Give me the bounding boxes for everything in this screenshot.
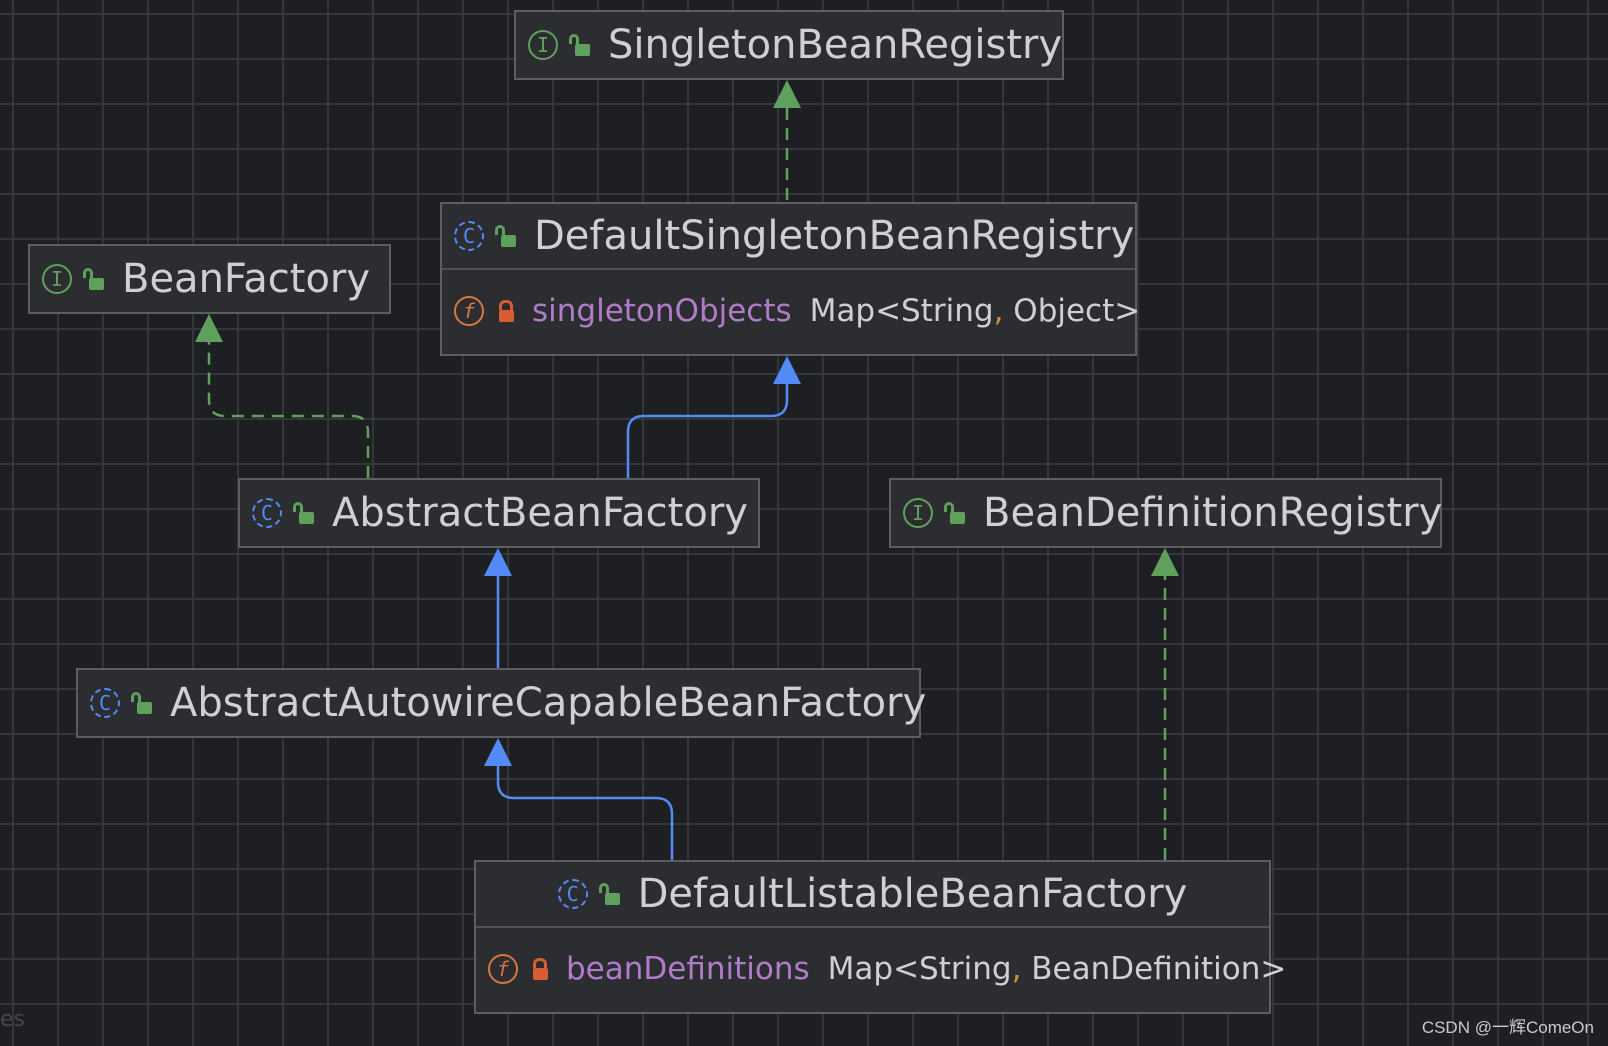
edge-abf-extends-dsbr xyxy=(626,384,789,478)
field-row: f beanDefinitions Map<String, BeanDefini… xyxy=(476,926,1286,1010)
arrowhead-beanfactory xyxy=(195,314,223,342)
private-lock-icon xyxy=(498,300,514,322)
node-title: SingletonBeanRegistry xyxy=(608,22,1063,68)
node-title: AbstractAutowireCapableBeanFactory xyxy=(170,680,927,726)
node-abstract-bean-factory[interactable]: C AbstractBeanFactory xyxy=(238,478,760,548)
node-header: C DefaultSingletonBeanRegistry xyxy=(442,204,1135,268)
node-header: C AbstractBeanFactory xyxy=(240,480,758,546)
class-icon: C xyxy=(252,498,282,528)
public-lock-icon xyxy=(598,883,620,905)
arrowhead-sbr xyxy=(773,80,801,108)
class-icon: C xyxy=(90,688,120,718)
node-title: DefaultListableBeanFactory xyxy=(637,871,1188,917)
node-default-singleton-bean-registry[interactable]: C DefaultSingletonBeanRegistry f singlet… xyxy=(440,202,1140,356)
node-header: C DefaultListableBeanFactory xyxy=(476,862,1269,926)
node-title: BeanFactory xyxy=(122,256,371,302)
class-icon: C xyxy=(454,221,484,251)
interface-icon: I xyxy=(903,498,933,528)
field-type: Map<String, Object> xyxy=(809,293,1141,329)
node-title: AbstractBeanFactory xyxy=(332,490,748,536)
node-bean-definition-registry[interactable]: I BeanDefinitionRegistry xyxy=(889,478,1442,548)
interface-icon: I xyxy=(528,30,558,60)
node-singleton-bean-registry[interactable]: I SingletonBeanRegistry xyxy=(514,10,1064,80)
arrowhead-dsbr xyxy=(773,356,801,384)
edge-abf-implements-beanfactory xyxy=(207,342,370,478)
node-header: I SingletonBeanRegistry xyxy=(516,12,1062,78)
field-row: f singletonObjects Map<String, Object> xyxy=(442,268,1140,352)
public-lock-icon xyxy=(569,34,590,56)
node-title: DefaultSingletonBeanRegistry xyxy=(534,213,1135,259)
field-name: singletonObjects xyxy=(532,293,792,329)
field-type: Map<String, BeanDefinition> xyxy=(827,951,1287,987)
arrowhead-bdr xyxy=(1151,548,1179,576)
ghost-text: es xyxy=(0,1007,25,1032)
public-lock-icon xyxy=(131,692,152,714)
node-header: I BeanDefinitionRegistry xyxy=(891,480,1443,546)
public-lock-icon xyxy=(495,225,516,247)
private-lock-icon xyxy=(532,958,548,980)
public-lock-icon xyxy=(293,502,314,524)
edge-dlbf-extends-aacbf xyxy=(496,766,674,860)
node-default-listable-bean-factory[interactable]: C DefaultListableBeanFactory f beanDefin… xyxy=(474,860,1286,1014)
public-lock-icon xyxy=(944,502,965,524)
node-abstract-autowire-capable-bean-factory[interactable]: C AbstractAutowireCapableBeanFactory xyxy=(76,668,926,738)
interface-icon: I xyxy=(42,264,72,294)
public-lock-icon xyxy=(83,268,104,290)
node-title: BeanDefinitionRegistry xyxy=(983,490,1443,536)
field-icon: f xyxy=(488,954,518,984)
field-icon: f xyxy=(454,296,484,326)
arrowhead-abf xyxy=(484,548,512,576)
field-name: beanDefinitions xyxy=(566,951,810,987)
node-bean-factory[interactable]: I BeanFactory xyxy=(28,244,391,314)
class-icon: C xyxy=(557,879,588,909)
arrowhead-aacbf xyxy=(484,738,512,766)
node-header: I BeanFactory xyxy=(30,246,389,312)
watermark: CSDN @一辉ComeOn xyxy=(1421,1018,1594,1037)
node-header: C AbstractAutowireCapableBeanFactory xyxy=(78,670,926,736)
